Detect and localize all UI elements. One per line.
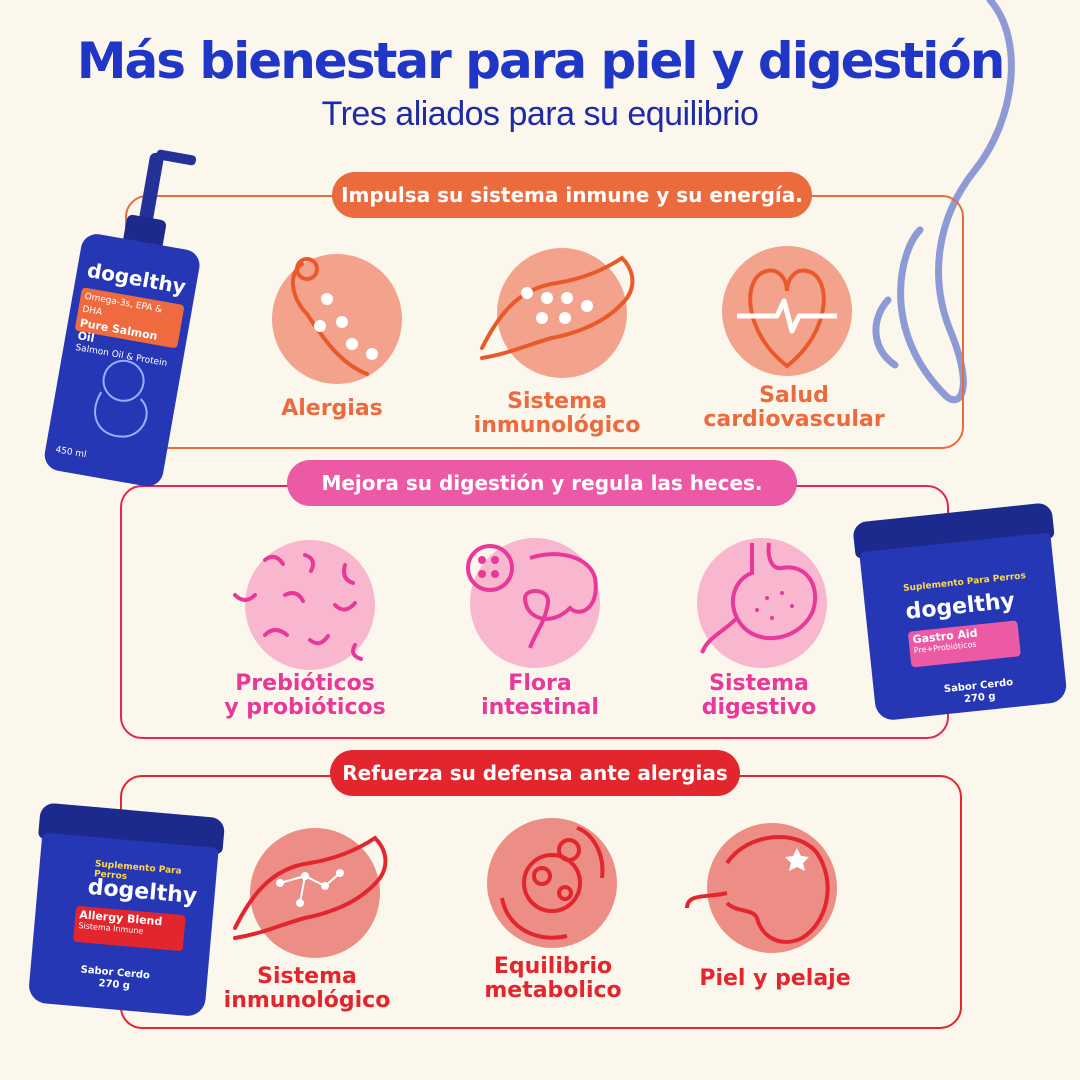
benefit-label-salud-cardiovascular: Salud cardiovascular: [703, 383, 885, 432]
benefit-label-sistema-digestivo: Sistema digestivo: [701, 671, 817, 720]
gastro-brand: dogelthy: [904, 588, 1017, 625]
benefit-circle-piel-pelaje: [685, 823, 837, 953]
benefit-label-sistema-inmunologico-1: Sistema inmunológico: [473, 389, 641, 438]
poodle-illustration-icon: [94, 359, 148, 438]
benefit-circle-alergias: [272, 254, 402, 384]
bacteria-icon: [233, 553, 363, 661]
dog-jump-icon: [480, 255, 635, 360]
benefit-circle-equilibrio-metabolico: [487, 818, 617, 948]
salmon-oil-bottle: dogelthy Omega-3s, EPA & DHA Pure Salmon…: [22, 139, 227, 490]
benefit-circle-sistema-digestivo: [697, 538, 827, 668]
benefit-label-equilibrio-metabolico: Equilibrio metabolico: [484, 954, 622, 1003]
benefit-label-flora: Flora intestinal: [481, 671, 599, 720]
benefit-label-sistema-inmunologico-2: Sistema inmunológico: [223, 964, 391, 1013]
page-subtitle: Tres aliados para su equilibrio: [321, 95, 759, 133]
intestine-icon: [466, 544, 598, 649]
section-banner-allergy-defense: Refuerza su defensa ante alergias: [330, 750, 740, 796]
benefit-label-prebioticos: Prebióticos y probióticos: [224, 671, 386, 720]
allergy-blend-tub: Suplemento Para Perros dogelthy Allergy …: [24, 802, 226, 1018]
section-banner-immune-energy: Impulsa su sistema inmune y su energía.: [332, 172, 812, 218]
gastro-aid-tub: Suplemento Para Perros dogelthy Gastro A…: [852, 502, 1072, 722]
metabolism-cycle-icon: [500, 826, 605, 940]
page-title: Más bienestar para piel y digestión: [76, 32, 1006, 90]
paw-icon: [290, 257, 378, 376]
benefit-circle-prebioticos: [233, 540, 375, 670]
benefit-label-piel-pelaje: Piel y pelaje: [699, 966, 851, 991]
benefit-circle-flora: [466, 538, 600, 668]
stomach-icon: [700, 542, 818, 654]
benefit-circle-sistema-inmunologico-2: [233, 828, 388, 958]
section-banner-digestion: Mejora su digestión y regula las heces.: [287, 460, 797, 506]
bottle-volume: 450 ml: [54, 445, 88, 461]
benefit-label-alergias: Alergias: [281, 396, 383, 421]
poodle-icon: [685, 835, 830, 944]
heart-pulse-icon: [737, 268, 837, 369]
benefit-circle-salud-cardiovascular: [722, 246, 852, 376]
dog-constellation-icon: [233, 835, 388, 940]
benefit-circle-sistema-inmunologico-1: [480, 248, 635, 378]
